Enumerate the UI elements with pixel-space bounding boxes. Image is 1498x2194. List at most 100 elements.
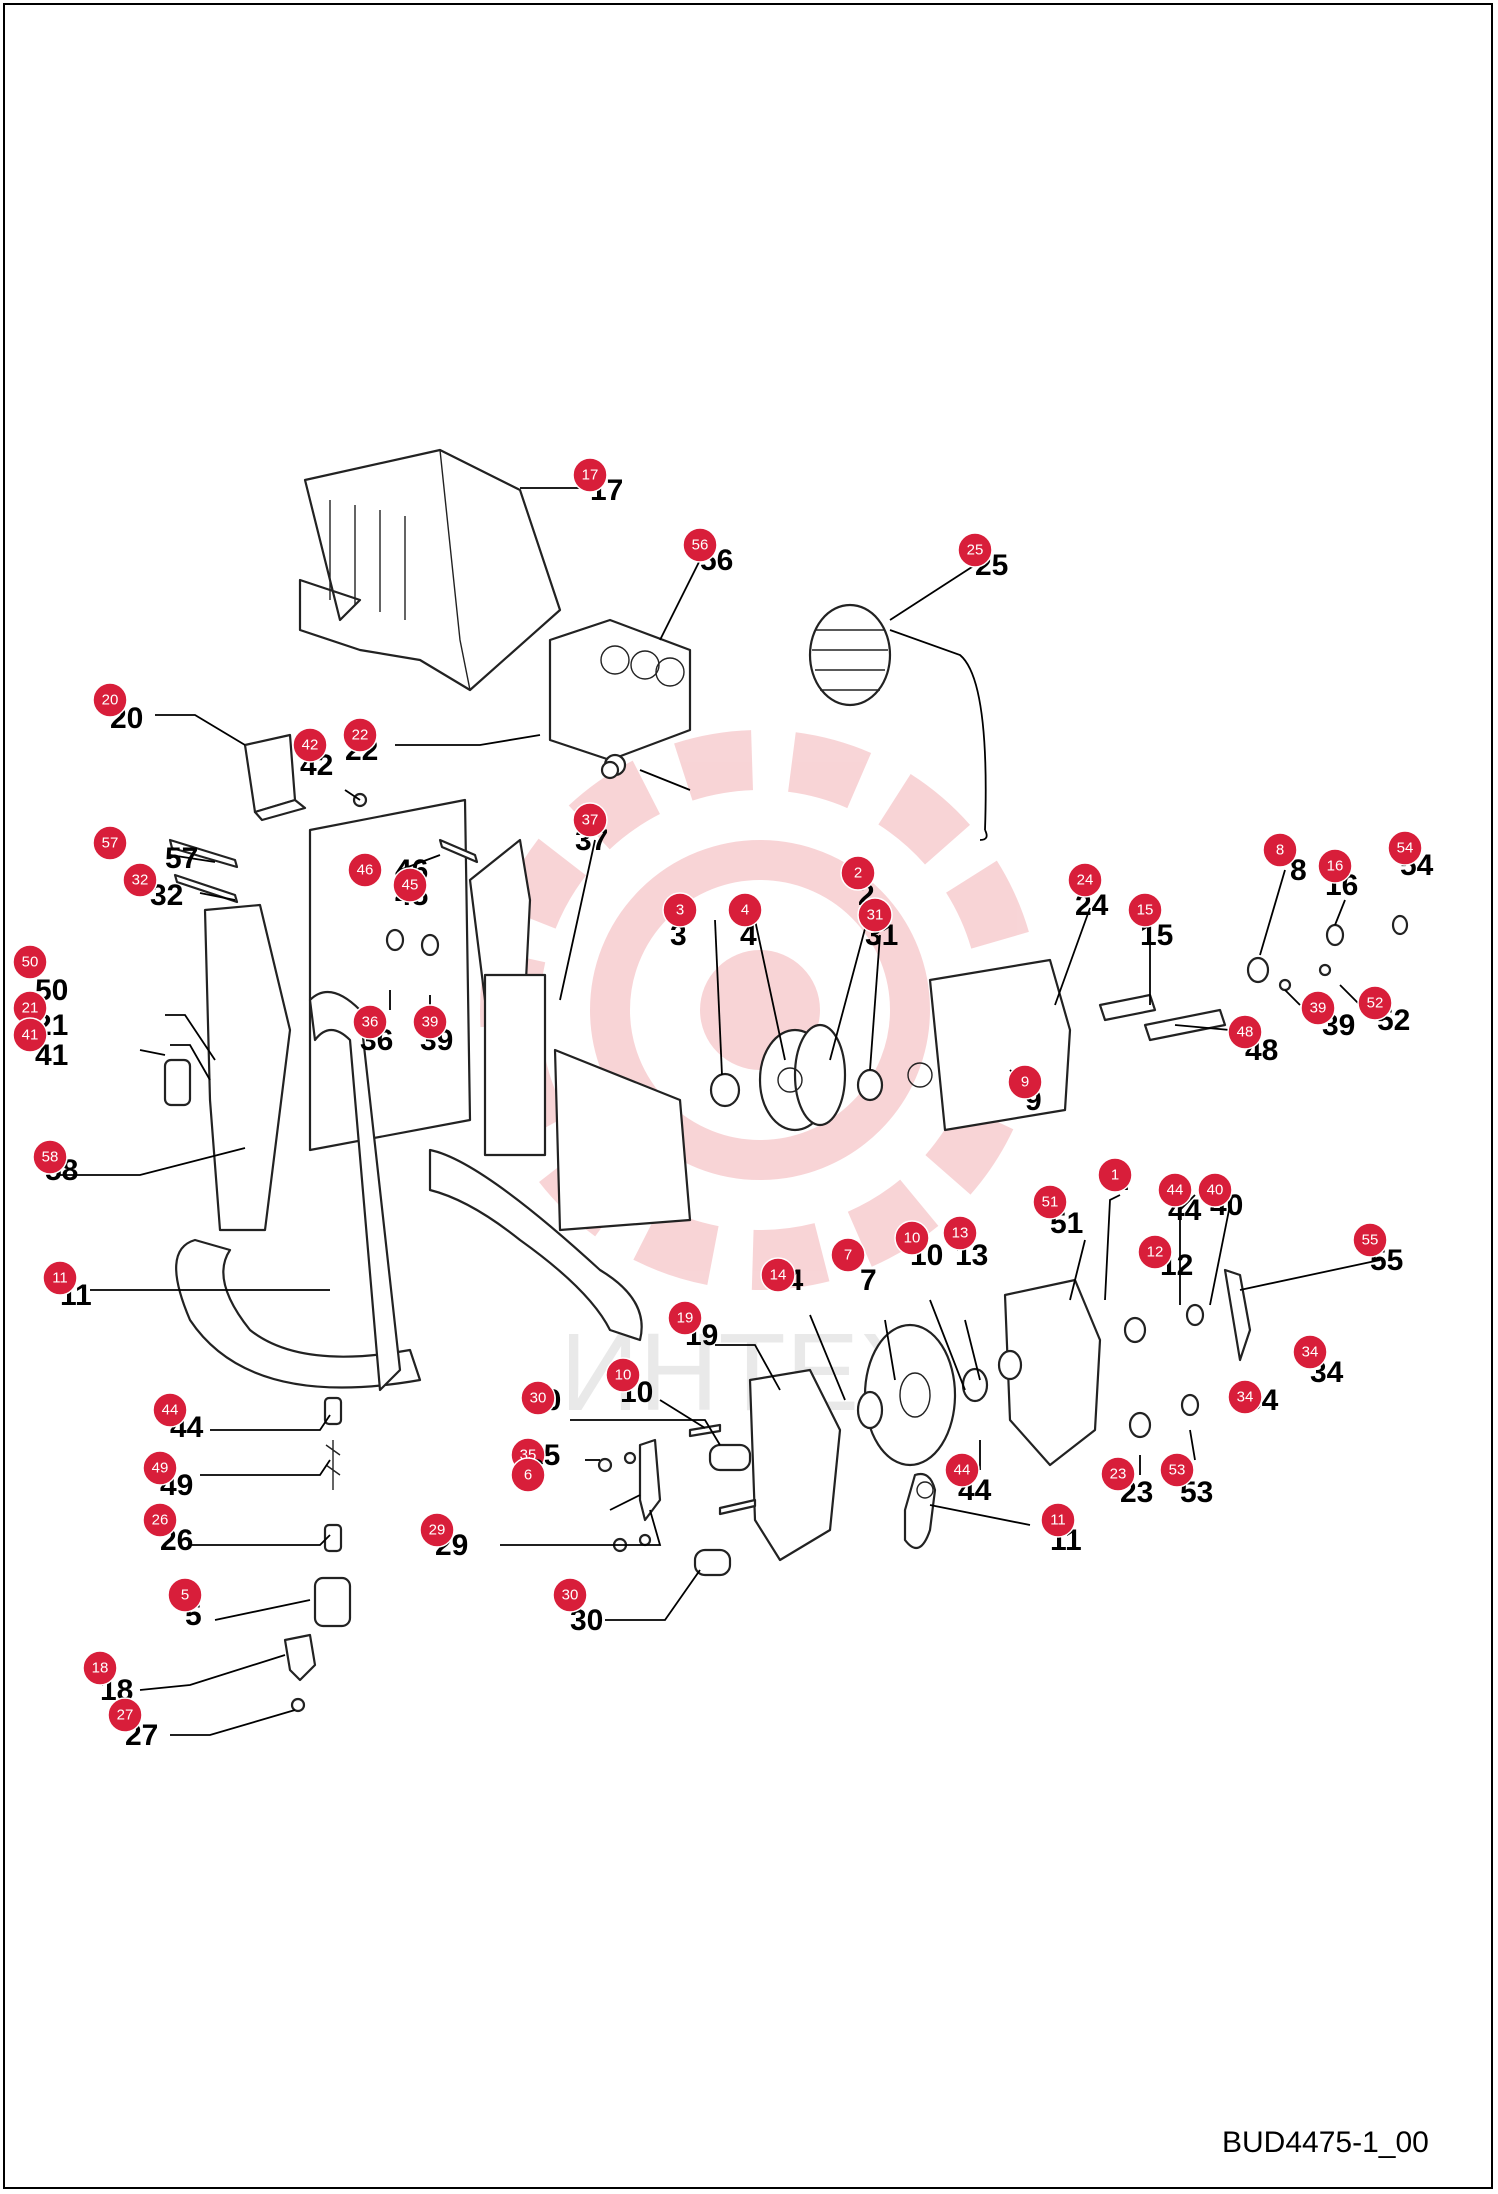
callout-badge-label: 45 [402,877,419,894]
callout-badge [894,1220,930,1256]
callout-badge [572,457,608,493]
callout-badge [342,717,378,753]
callout-badge [107,1697,143,1733]
callout-badge [1040,1502,1076,1538]
callout-3: 33 [662,892,698,952]
callout-badge [520,1380,556,1416]
part-hook-26 [903,1472,937,1550]
callout-badge-label: 44 [1167,1182,1184,1199]
callout-badge-label: 31 [867,907,884,924]
callout-badge [944,1452,980,1488]
callout-badge-label: 42 [302,737,319,754]
callout-badge-label: 29 [429,1522,446,1539]
callout-badge-label: 50 [22,954,39,971]
callout-badge [1097,1157,1133,1193]
callout-badge [760,1257,796,1293]
callout-badge-label: 49 [152,1460,169,1477]
part-washer-4 [709,1072,741,1108]
callout-badge [957,532,993,568]
part-pins [597,1423,757,1577]
callout-5: 55 [167,1577,203,1632]
part-shafts-8-9 [1098,993,1227,1042]
part-levers-11 [638,1268,1252,1522]
callout-badge-label: 3 [676,902,684,919]
callout-badge-label: 34 [1302,1344,1319,1361]
callout-badge-label: 19 [677,1310,694,1327]
part-hopper-17 [298,448,562,692]
callout-badge [1157,1172,1193,1208]
callout-badge [1159,1452,1195,1488]
callout-badge [830,1237,866,1273]
callout-badge [152,1392,188,1428]
callout-badge-label: 48 [1237,1024,1254,1041]
callout-badge [1352,1222,1388,1258]
part-cam-plates-10 [748,1278,1102,1562]
callout-badge-label: 26 [152,1512,169,1529]
callout-badge [1262,832,1298,868]
callout-badge [292,727,328,763]
callout-badge-label: 57 [102,835,119,852]
callout-badge [347,852,383,888]
callout-badge [1067,862,1103,898]
callout-badge [1007,1064,1043,1100]
callout-badge-label: 12 [1147,1244,1164,1261]
callout-badge [1227,1014,1263,1050]
callout-badge-label: 9 [1021,1074,1029,1091]
part-bolts [168,760,620,957]
callout-badge-label: 32 [132,872,149,889]
part-frame-1 [175,798,692,1392]
callout-badge-label: 20 [102,692,119,709]
callout-badge [92,682,128,718]
callout-badge [1032,1184,1068,1220]
callout-badge [942,1215,978,1251]
callout-badge-label: 40 [1207,1182,1224,1199]
callout-number: 7 [860,1264,877,1297]
callout-badge-label: 18 [92,1660,109,1677]
callout-badge [32,1139,68,1175]
callout-badge [1137,1234,1173,1270]
callout-badge [727,892,763,928]
callout-number: 8 [1290,854,1307,887]
callout-badge-label: 58 [42,1149,59,1166]
callout-badge [1127,892,1163,928]
callout-badge [392,867,428,903]
callout-4: 44 [727,892,763,952]
callout-1: 11 [1097,1157,1133,1197]
callout-8: 88 [1262,832,1307,887]
callout-badge [1227,1379,1263,1415]
callout-badge-label: 44 [162,1402,179,1419]
part-spring-25 [808,603,988,841]
part-small-rings [1246,914,1409,992]
callout-badge [12,1017,48,1053]
callout-badge [1292,1334,1328,1370]
